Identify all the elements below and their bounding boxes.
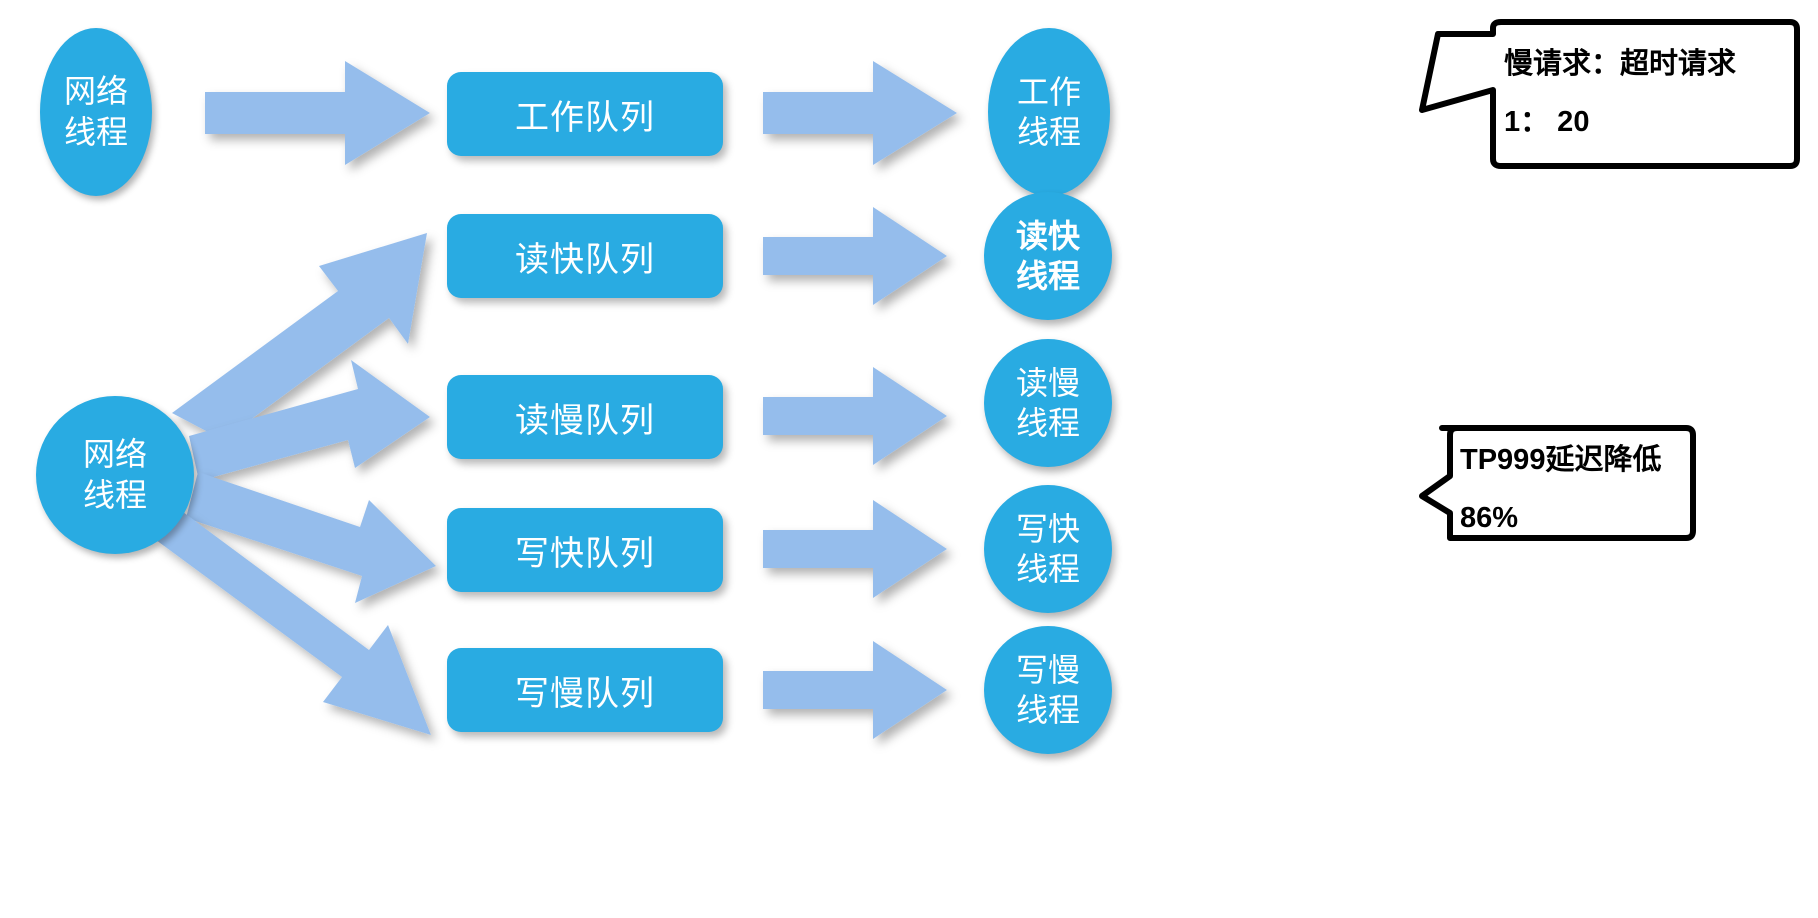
source-node-label-line2: 线程 bbox=[82, 477, 147, 513]
worker-node-label-line2: 线程 bbox=[1015, 405, 1080, 441]
queue-box-label: 写快队列 bbox=[515, 534, 655, 573]
worker-node-label-line1: 写慢 bbox=[1015, 651, 1080, 688]
arrow-write-fast-queue-to-thread bbox=[763, 500, 947, 598]
callout-line2: 1： 20 bbox=[1504, 106, 1590, 138]
queue-box-label: 工作队列 bbox=[515, 98, 655, 137]
source-node-net-thread-bottom[interactable]: 网络 线程 bbox=[36, 396, 194, 554]
worker-node-read-fast-thread[interactable]: 读快 线程 bbox=[984, 192, 1112, 320]
callout-line1: 慢请求：超时请求 bbox=[1504, 48, 1737, 80]
worker-node-label-line2: 线程 bbox=[1015, 551, 1080, 587]
arrow-net-to-write-fast-queue bbox=[186, 472, 436, 603]
worker-node-label-line1: 读快 bbox=[1015, 217, 1080, 254]
source-node-label-line1: 网络 bbox=[63, 73, 128, 110]
callout-bubble-shape bbox=[1419, 425, 1696, 541]
arrow-net-to-write-slow-queue bbox=[156, 512, 431, 735]
callout-tp999[interactable]: TP999延迟降低 86% bbox=[1400, 418, 1720, 568]
queue-box-label: 读慢队列 bbox=[515, 401, 655, 440]
queue-box-label: 读快队列 bbox=[515, 240, 655, 279]
callout-line1: TP999延迟降低 bbox=[1460, 444, 1662, 476]
arrow-net-to-read-fast-queue bbox=[172, 233, 427, 440]
queue-box-read-fast-queue[interactable]: 读快队列 bbox=[447, 214, 723, 298]
arrow-read-fast-queue-to-thread bbox=[763, 207, 947, 305]
callout-bubble-shape bbox=[1419, 19, 1800, 169]
worker-node-read-slow-thread[interactable]: 读慢 线程 bbox=[984, 339, 1112, 467]
queue-box-write-fast-queue[interactable]: 写快队列 bbox=[447, 508, 723, 592]
worker-node-write-fast-thread[interactable]: 写快 线程 bbox=[984, 485, 1112, 613]
worker-node-write-slow-thread[interactable]: 写慢 线程 bbox=[984, 626, 1112, 754]
queue-box-write-slow-queue[interactable]: 写慢队列 bbox=[447, 648, 723, 732]
worker-node-work-thread[interactable]: 工作 线程 bbox=[988, 28, 1110, 196]
worker-node-label-line1: 读慢 bbox=[1015, 364, 1080, 401]
queue-box-work-queue[interactable]: 工作队列 bbox=[447, 72, 723, 156]
callout-line2: 86% bbox=[1460, 502, 1519, 534]
queue-box-label: 写慢队列 bbox=[515, 674, 655, 713]
source-node-net-thread-top[interactable]: 网络 线程 bbox=[40, 28, 152, 196]
source-node-label-line2: 线程 bbox=[63, 114, 128, 150]
source-node-label-line1: 网络 bbox=[82, 436, 147, 473]
worker-node-label-line1: 写快 bbox=[1015, 510, 1080, 547]
arrow-net-to-work-queue bbox=[205, 61, 430, 165]
worker-node-label-line2: 线程 bbox=[1016, 114, 1081, 150]
arrow-work-queue-to-work-thread bbox=[763, 61, 957, 165]
callout-slow-request[interactable]: 慢请求：超时请求 1： 20 bbox=[1400, 14, 1800, 189]
worker-node-label-line2: 线程 bbox=[1015, 258, 1080, 294]
worker-node-label-line1: 工作 bbox=[1016, 73, 1081, 110]
arrow-write-slow-queue-to-thread bbox=[763, 641, 947, 739]
arrow-read-slow-queue-to-thread bbox=[763, 367, 947, 465]
arrow-net-to-read-slow-queue bbox=[189, 360, 430, 481]
queue-box-read-slow-queue[interactable]: 读慢队列 bbox=[447, 375, 723, 459]
worker-node-label-line2: 线程 bbox=[1015, 692, 1080, 728]
